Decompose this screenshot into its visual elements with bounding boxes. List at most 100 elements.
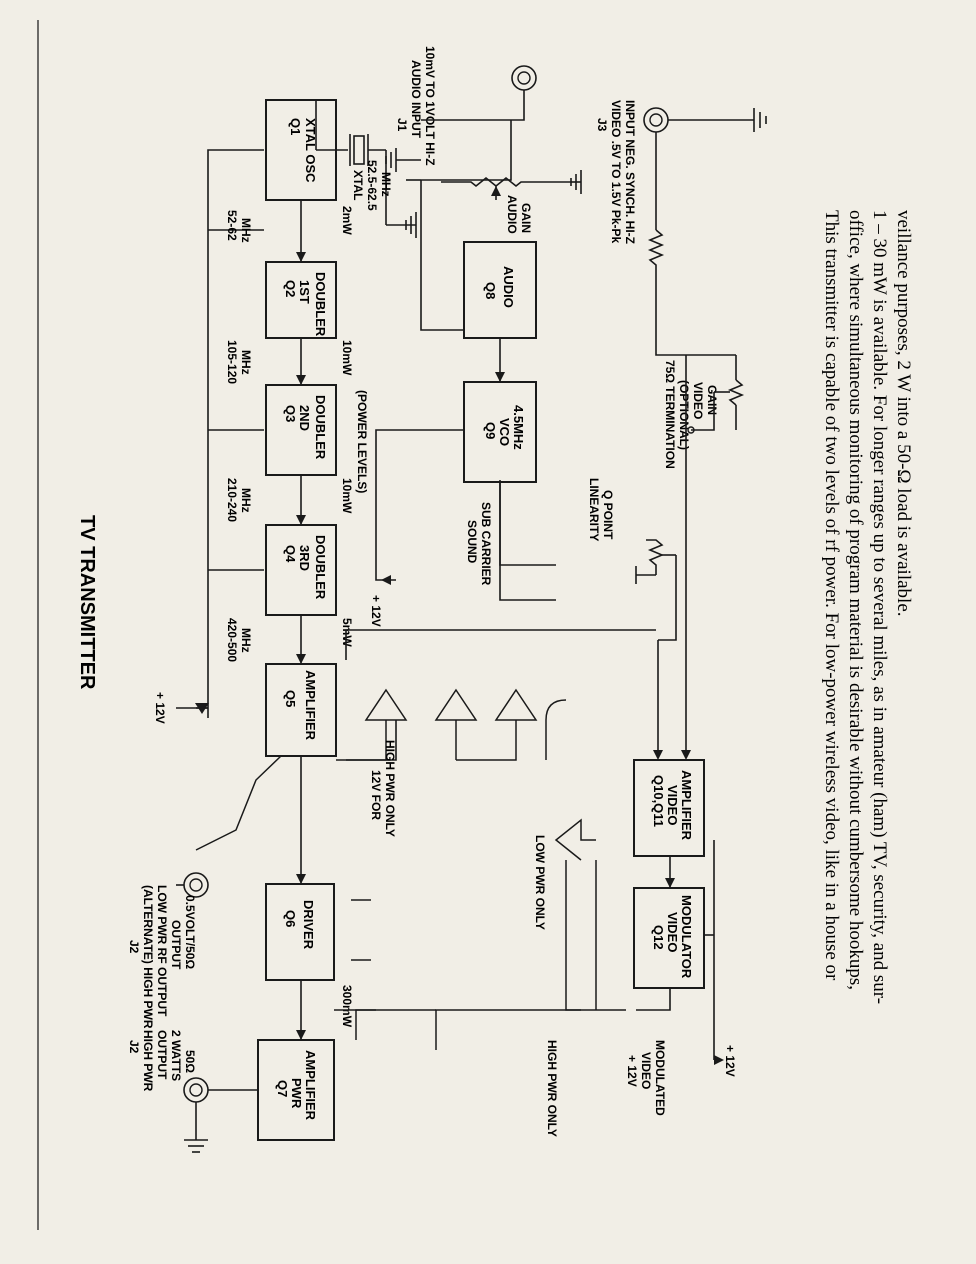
crystal: XTAL 52.5-62.5 MHz: [315, 100, 417, 238]
q9-label-3: 4.5MHz: [511, 405, 526, 450]
q3-label-3: DOUBLER: [313, 395, 328, 460]
block-q7: Q7 PWR AMPLIFIER: [257, 1039, 335, 1141]
j1-audio-input: AUDIO INPUT: [409, 60, 423, 139]
hp12-line-2: HIGH PWR ONLY: [383, 740, 397, 837]
q5-label-2: AMPLIFIER: [303, 670, 318, 741]
audio-gain-pot: AUDIO GAIN: [441, 170, 582, 234]
q7-label-3: AMPLIFIER: [303, 1050, 318, 1121]
freq-3-value: 210-240: [225, 478, 239, 522]
q6-label-1: Q6: [283, 910, 298, 927]
video-gain-label-2: GAIN: [705, 385, 719, 415]
q1-label-1: Q1: [288, 118, 303, 135]
block-q1: Q1 XTAL OSC: [265, 99, 337, 201]
freq-3-unit: MHz: [239, 488, 253, 513]
audio-gain-label-1: AUDIO: [505, 195, 519, 234]
q1-label-2: XTAL OSC: [303, 118, 318, 183]
rf-chain-arrows: [296, 200, 306, 1040]
sound-label: SOUND: [465, 520, 479, 564]
termination-resistor: 75Ω TERMINATION (OPTIONAL): [647, 132, 696, 469]
q7-label-2: PWR: [289, 1078, 304, 1109]
j2-alt-line-4: 0.5VOLT/50Ω: [183, 895, 197, 969]
mod-modulated-label: MODULATED: [653, 1040, 667, 1116]
video-gain-label-1: VIDEO: [691, 382, 705, 419]
j2-alt-label: J2: [127, 940, 141, 954]
video-input-j3: J3 VIDEO .5V TO 1.5V Pk-Pk INPUT NEG. SY…: [595, 100, 767, 244]
caption: This transmitter is capable of two level…: [821, 210, 914, 1004]
termination-label: 75Ω TERMINATION: [663, 360, 677, 469]
block-q9: Q9 VCO 4.5MHz: [463, 381, 537, 483]
q7-label-1: Q7: [275, 1080, 290, 1097]
q8-label-1: Q8: [483, 282, 498, 299]
q3-label-1: Q3: [283, 405, 298, 422]
freq-2-unit: MHz: [239, 350, 253, 375]
xtal-label: XTAL: [351, 170, 365, 200]
block-q10-q11: Q10,Q11 VIDEO AMPLIFIER: [633, 759, 705, 857]
j2-main-output: J2 HIGH PWR OUTPUT 2 WATTS 50Ω: [127, 1030, 258, 1153]
j2-main-line-1: HIGH PWR: [141, 1030, 155, 1092]
freq-1-value: 52-62: [225, 210, 239, 241]
q12-label-3: MODULATOR: [679, 895, 694, 979]
audio-gain-label-2: GAIN: [519, 203, 533, 233]
caption-line-3: 1 – 30 mW is available. For longer range…: [869, 210, 890, 1004]
j2-alt-line-3: OUTPUT: [169, 920, 183, 970]
q3-label-2: 2ND: [297, 405, 312, 431]
block-q8: Q8 AUDIO: [463, 241, 537, 339]
xtal-unit: MHz: [379, 172, 393, 197]
plus12-rail-label: + 12V: [153, 692, 167, 724]
q8-label-2: AUDIO: [501, 266, 516, 308]
j2-main-line-2: OUTPUT: [155, 1030, 169, 1080]
freq-4-unit: MHz: [239, 628, 253, 653]
q2-label-1: Q2: [283, 280, 298, 297]
block-q2: Q2 1ST DOUBLER: [265, 261, 337, 339]
q2-label-2: 1ST: [297, 280, 312, 304]
q6-label-2: DRIVER: [301, 900, 316, 950]
audio-input-j1: J1 AUDIO INPUT 10mV TO 1VOLT HI-Z: [385, 46, 537, 242]
q10-label-2: VIDEO: [665, 785, 680, 825]
q12-label-2: VIDEO: [665, 912, 680, 952]
caption-line-1: This transmitter is capable of two level…: [821, 210, 842, 981]
j2-alternate-output: J2 (ALTERNATE) HIGH PWR LOW PWR RF OUTPU…: [127, 755, 282, 1029]
hp12-line-1: 12V FOR: [369, 770, 383, 820]
q9-label-1: Q9: [483, 422, 498, 439]
plus12-video-label: + 12V: [723, 1045, 737, 1077]
power-levels-note: (POWER LEVELS): [355, 390, 369, 493]
level-q4: 5mW: [340, 618, 354, 647]
block-q4: Q4 3RD DOUBLER: [265, 524, 337, 616]
supply-rail: + 12V: [153, 149, 264, 724]
j3-video: VIDEO .5V TO 1.5V Pk-Pk: [609, 100, 623, 244]
j1-label: J1: [395, 118, 409, 132]
j1-level: 10mV TO 1VOLT HI-Z: [423, 46, 437, 166]
freq-2-value: 105-120: [225, 340, 239, 384]
q-point-label: Q POINT: [601, 490, 615, 540]
q12-label-1: Q12: [651, 925, 666, 950]
linearity-pot: LINEARITY Q POINT: [587, 478, 677, 641]
freq-4-value: 420-500: [225, 618, 239, 662]
q9-label-2: VCO: [497, 418, 512, 446]
level-q3: 10mW: [340, 478, 354, 514]
j2-main-label: J2: [127, 1040, 141, 1054]
termination-optional: (OPTIONAL): [677, 380, 691, 450]
page-title: TV TRANSMITTER: [76, 515, 98, 690]
sound-sub-carrier-label: SUB CARRIER: [479, 502, 493, 586]
block-q5: Q5 AMPLIFIER: [265, 663, 337, 757]
level-q6: 300mW: [340, 985, 354, 1028]
block-q6: Q6 DRIVER: [265, 883, 335, 981]
q4-label-3: DOUBLER: [313, 535, 328, 600]
j2-main-line-3: 2 WATTS: [169, 1030, 183, 1081]
j2-alt-line-2: LOW PWR RF OUTPUT: [155, 885, 169, 1017]
level-q1: 2mW: [340, 206, 354, 235]
mod-video-label: VIDEO: [639, 1052, 653, 1089]
video-gain-pot: VIDEO GAIN: [687, 354, 745, 434]
j2-alt-line-1: (ALTERNATE) HIGH PWR: [141, 885, 155, 1029]
caption-line-2: office, where simultaneous monitoring of…: [845, 210, 866, 990]
block-q3: Q3 2ND DOUBLER: [265, 384, 337, 476]
level-q2: 10mW: [340, 340, 354, 376]
modulation-path-arrows: LOW PWR ONLY HIGH PWR ONLY: [334, 688, 626, 1137]
q5-label-1: Q5: [283, 690, 298, 707]
high-pwr-only-label: HIGH PWR ONLY: [545, 1040, 559, 1137]
q4-label-1: Q4: [283, 545, 298, 563]
q2-label-3: DOUBLER: [313, 272, 328, 337]
